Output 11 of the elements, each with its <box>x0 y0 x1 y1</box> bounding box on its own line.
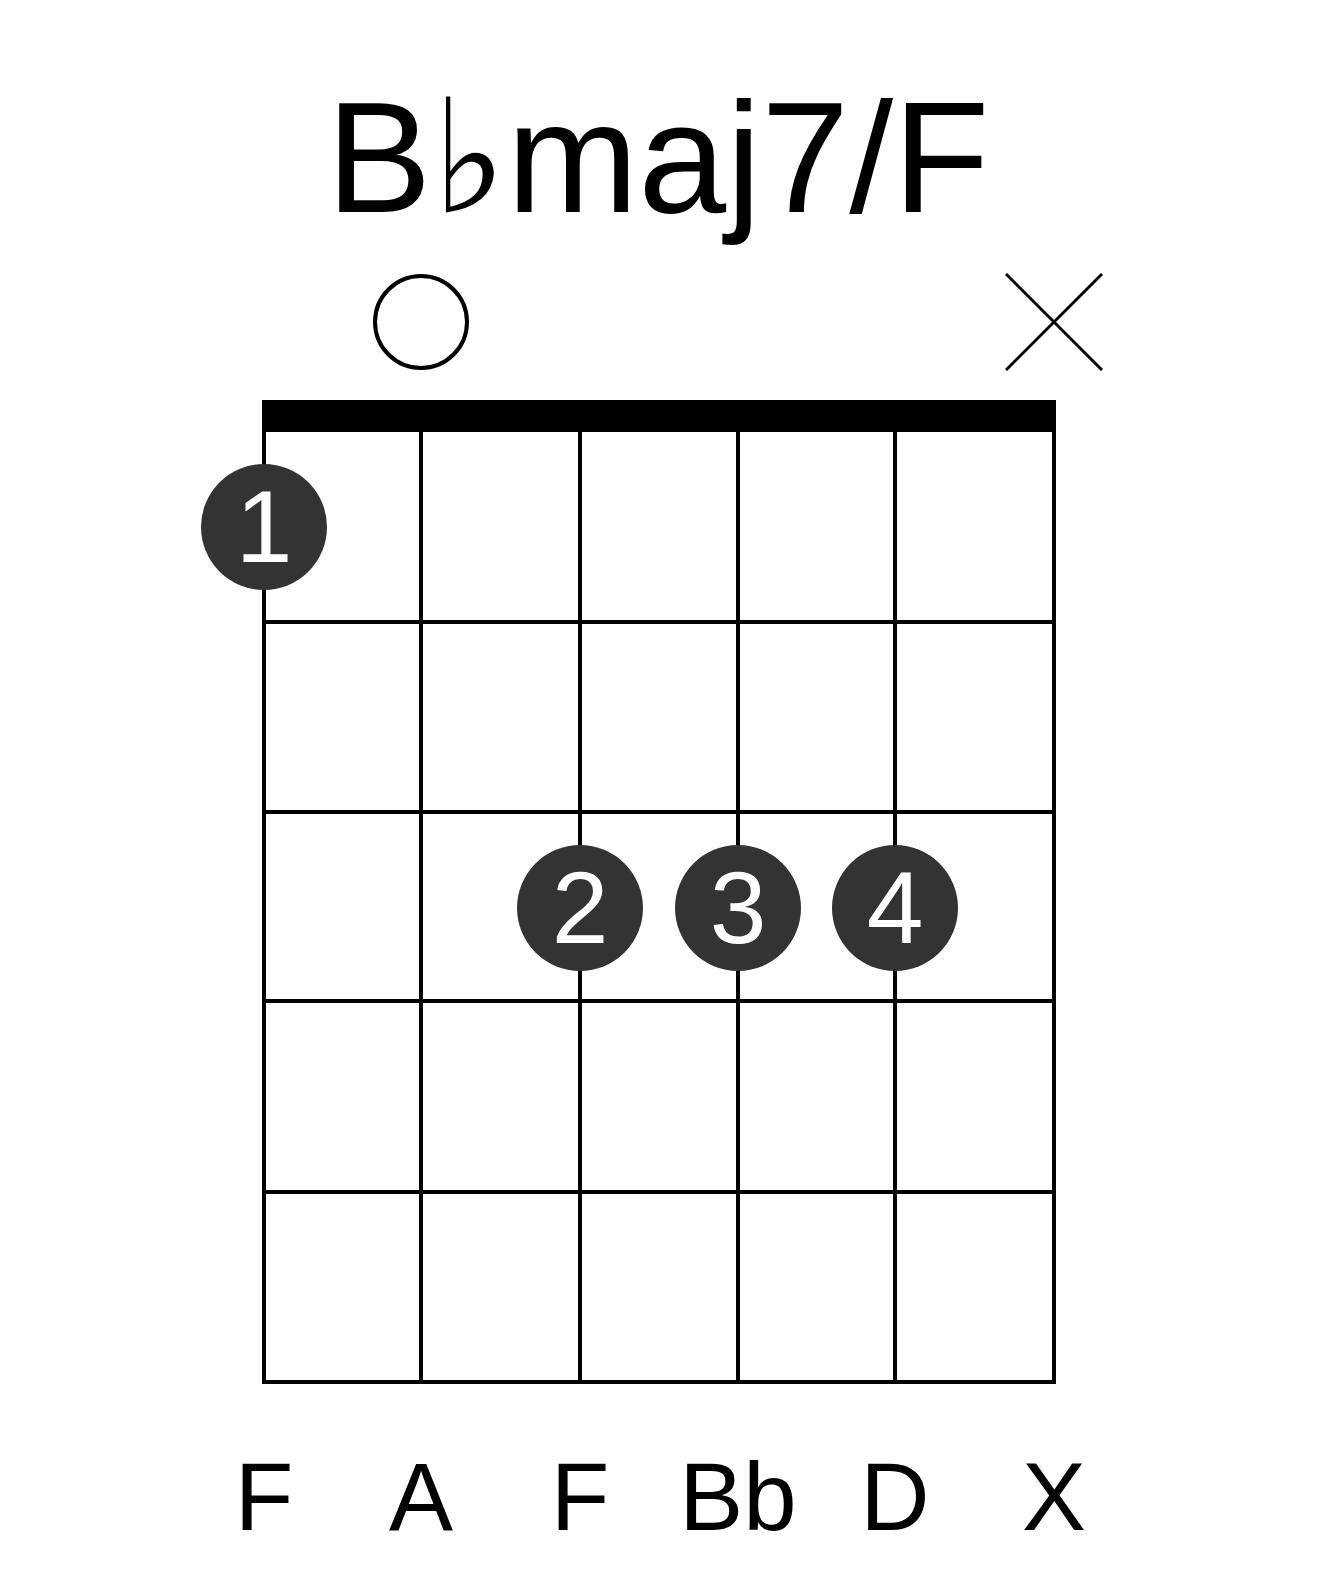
chord-title: B♭maj7/F <box>325 68 991 247</box>
finger-dot: 1 <box>201 464 327 590</box>
string-note-label: A <box>389 1449 453 1545</box>
finger-dot: 2 <box>517 845 643 971</box>
string-note-label: X <box>1022 1449 1086 1545</box>
string-note-label: F <box>550 1449 610 1545</box>
string-note-label: Bb <box>679 1449 797 1545</box>
finger-dot: 3 <box>675 845 801 971</box>
finger-dot: 4 <box>832 845 958 971</box>
string-note-label: F <box>234 1449 294 1545</box>
string-note-label: D <box>860 1449 930 1545</box>
